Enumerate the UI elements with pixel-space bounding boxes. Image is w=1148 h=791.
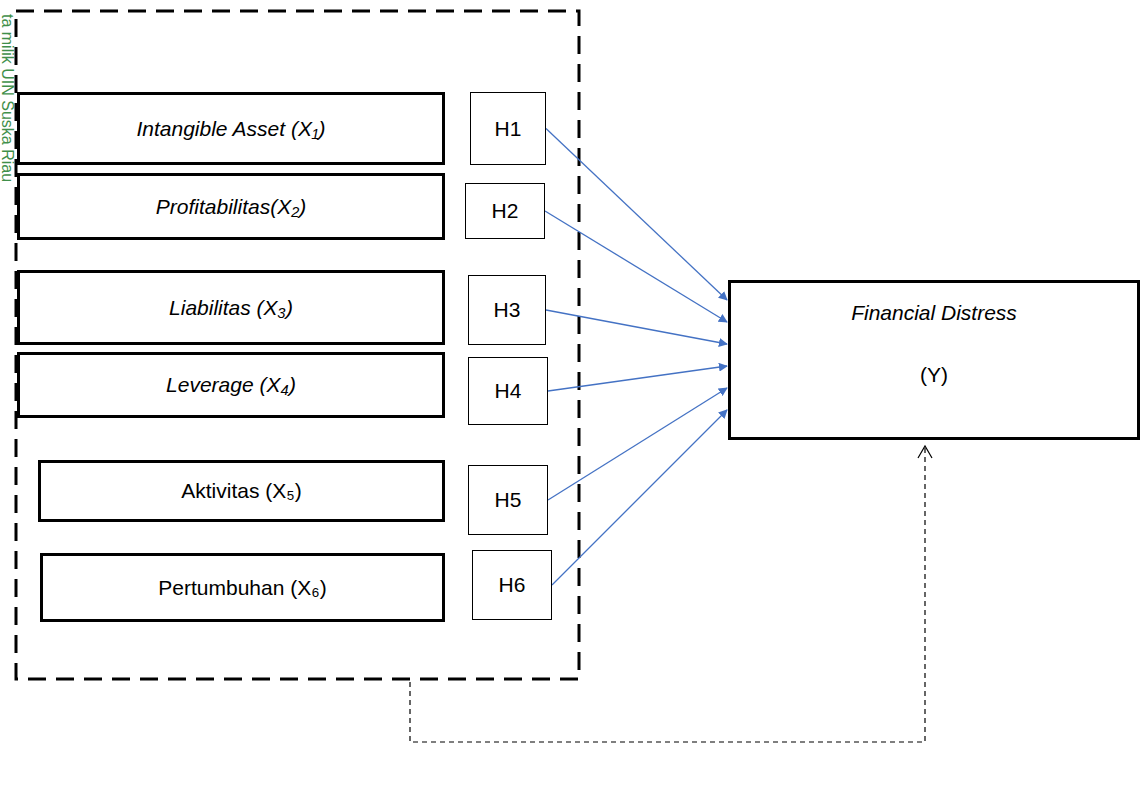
watermark: ta milik UIN Suska Riau [0,14,16,182]
box-label: H6 [499,573,526,597]
hypothesis-box: H2 [465,183,545,239]
dependent-variable-box: Financial Distress (Y) [728,280,1140,440]
hypothesis-box: H1 [470,92,546,165]
variable-box: Leverage (X₄) [17,352,445,418]
dashed-combined-connector [410,446,925,742]
hypothesis-box: H6 [472,550,552,620]
box-label: Leverage (X₄) [166,373,296,397]
hypothesis-box: H4 [468,357,548,425]
box-label: H1 [495,117,522,141]
box-label: Profitabilitas(X₂) [156,195,306,219]
box-label: Pertumbuhan (X₆) [158,576,326,600]
variable-box: Profitabilitas(X₂) [17,173,445,240]
hypothesis-box: H5 [468,465,548,535]
box-label: H5 [495,488,522,512]
dashed-arrowhead [918,446,932,458]
box-label: H3 [494,298,521,322]
box-heading: Financial Distress [851,301,1017,325]
hypothesis-arrow [548,388,727,500]
box-label: Liabilitas (X₃) [169,296,293,320]
box-label: H4 [495,379,522,403]
box-label: Aktivitas (X₅) [181,479,301,503]
box-label: Intangible Asset (X₁) [136,117,325,141]
hypothesis-arrow [548,366,727,391]
variable-box: Intangible Asset (X₁) [17,92,445,165]
dashed-group-outline [16,11,579,679]
hypothesis-arrow [546,310,727,344]
box-symbol: (Y) [920,363,948,387]
hypothesis-arrow [545,211,727,322]
hypothesis-arrow [546,129,727,301]
box-label: H2 [492,199,519,223]
hypothesis-arrow [552,410,727,585]
hypothesis-box: H3 [468,275,546,345]
variable-box: Liabilitas (X₃) [17,270,445,345]
variable-box: Pertumbuhan (X₆) [40,553,445,622]
variable-box: Aktivitas (X₅) [38,460,445,522]
